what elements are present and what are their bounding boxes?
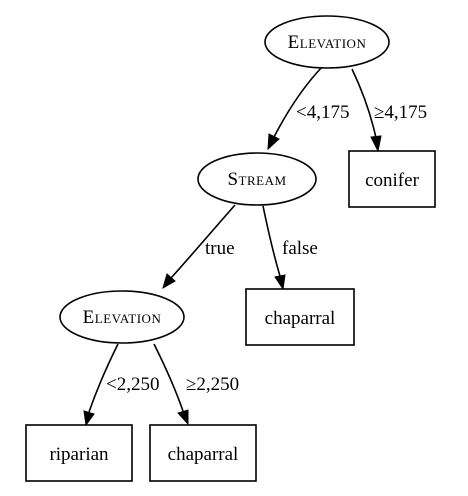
node-riparian: riparian <box>25 424 133 482</box>
node-riparian-label: riparian <box>49 444 109 465</box>
node-chaparral-false-label: chaparral <box>265 308 336 329</box>
node-elevation-second: Elevation <box>59 290 185 344</box>
edge-label-lt-2250: <2,250 <box>106 374 159 395</box>
edge-label-true: true <box>205 238 235 259</box>
node-elevation-second-label: Elevation <box>83 307 162 328</box>
edge-root-to-conifer: ≥4,175 <box>351 68 427 153</box>
edge-elevation2-to-chaparral: ≥2,250 <box>153 343 239 426</box>
node-root-label: Elevation <box>288 32 367 53</box>
edge-label-ge-4175: ≥4,175 <box>374 102 427 123</box>
edge-label-false: false <box>282 238 318 259</box>
edge-elevation2-to-riparian: <2,250 <box>83 343 159 427</box>
node-conifer: conifer <box>348 150 436 208</box>
edge-stream-to-chaparral: false <box>262 205 318 291</box>
node-stream: Stream <box>197 152 317 206</box>
node-chaparral-high-label: chaparral <box>168 444 239 465</box>
edge-label-ge-2250: ≥2,250 <box>186 374 239 395</box>
edge-stream-to-elevation2: true <box>162 204 236 290</box>
node-chaparral-false: chaparral <box>245 288 355 346</box>
node-stream-label: Stream <box>227 169 286 190</box>
node-conifer-label: conifer <box>365 170 419 191</box>
node-chaparral-high: chaparral <box>149 424 257 482</box>
edge-root-to-stream: <4,175 <box>267 66 349 151</box>
node-root-elevation: Elevation <box>264 15 390 69</box>
edge-label-lt-4175: <4,175 <box>296 102 349 123</box>
